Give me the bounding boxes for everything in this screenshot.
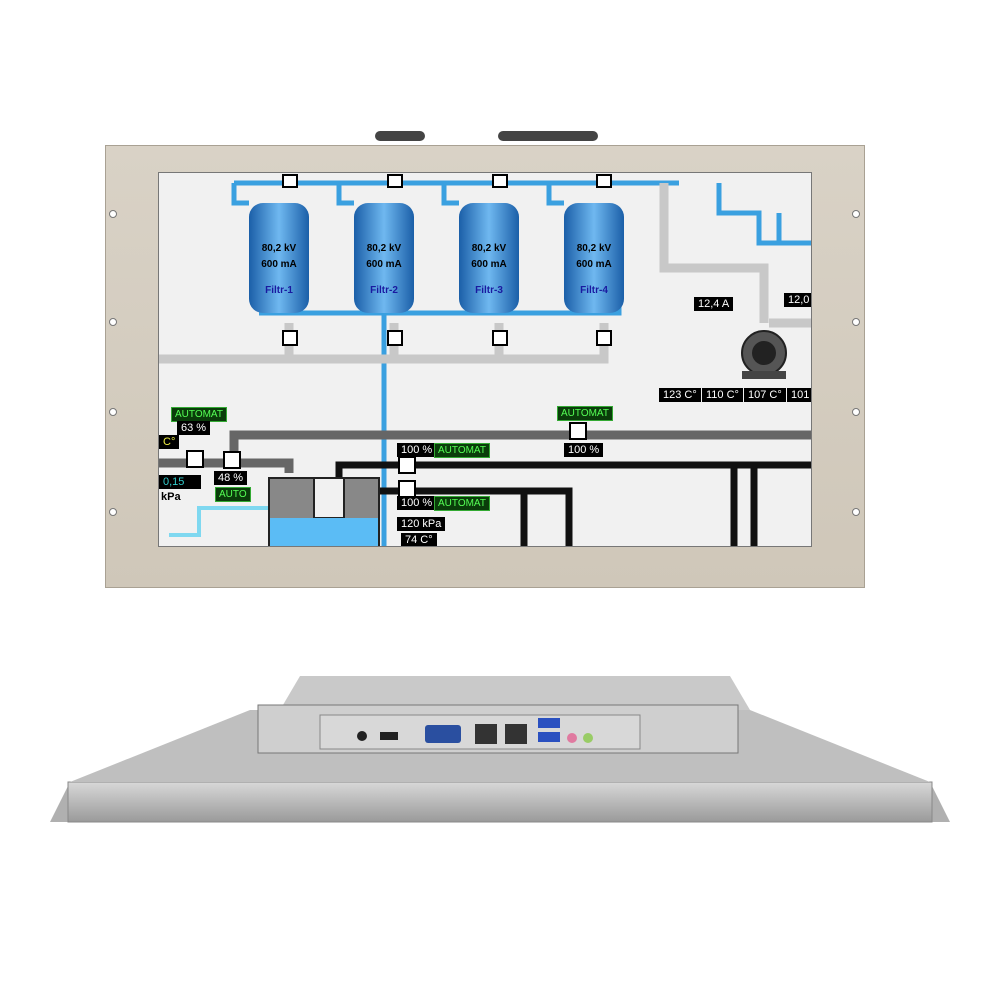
filter-voltage: 80,2 kV <box>471 243 507 254</box>
filter-name: Filtr-1 <box>265 285 293 296</box>
filter-name: Filtr-2 <box>370 285 398 296</box>
io-ports <box>357 718 593 744</box>
pressure-value: 0,15 <box>159 475 201 489</box>
pump-temp-1: 123 C° <box>659 388 701 402</box>
pump-temp-2: 110 C° <box>702 388 743 402</box>
valve2-mode[interactable]: AUTOMAT <box>434 496 490 511</box>
tank-temp: 74 C° <box>401 533 437 546</box>
middle-mode[interactable]: AUTOMAT <box>557 406 613 421</box>
pump-temp-3: 107 C° <box>744 388 786 402</box>
mounting-handle-right <box>498 131 598 141</box>
valve1-mode[interactable]: AUTOMAT <box>434 443 490 458</box>
middle-percent: 100 % <box>564 443 604 457</box>
left-temp: C° <box>159 435 180 449</box>
valve2-percent: 100 % <box>397 496 437 510</box>
rear-view <box>50 676 950 823</box>
pump-current: 12,4 A <box>694 297 734 311</box>
left-percent: 63 % <box>177 421 211 435</box>
filter-voltage: 80,2 kV <box>576 243 612 254</box>
valve-percent: 48 % <box>214 471 248 485</box>
filter-current: 600 mA <box>471 259 507 270</box>
filter-current: 600 mA <box>366 259 402 270</box>
filter-name: Filtr-3 <box>475 285 503 296</box>
hmi-screen[interactable]: 80,2 kV 600 mA Filtr-1 80,2 kV 600 mA Fi… <box>158 172 812 547</box>
pump-temp-4: 101 C° <box>787 388 811 402</box>
process-diagram <box>159 174 811 546</box>
filter-name: Filtr-4 <box>580 285 608 296</box>
filter-voltage: 80,2 kV <box>366 243 402 254</box>
valve1-percent: 100 % <box>397 443 437 457</box>
mounting-handle-left <box>375 131 425 141</box>
pressure-unit: kPa <box>161 491 181 503</box>
tank-pressure: 120 kPa <box>397 517 446 531</box>
filter-current: 600 mA <box>576 259 612 270</box>
filter-current: 600 mA <box>261 259 297 270</box>
valve-mode[interactable]: AUTO <box>215 487 251 502</box>
filter-voltage: 80,2 kV <box>261 243 297 254</box>
pump-value: 12,0 <box>784 293 811 307</box>
left-mode[interactable]: AUTOMAT <box>171 407 227 422</box>
pump-icon <box>741 330 787 379</box>
